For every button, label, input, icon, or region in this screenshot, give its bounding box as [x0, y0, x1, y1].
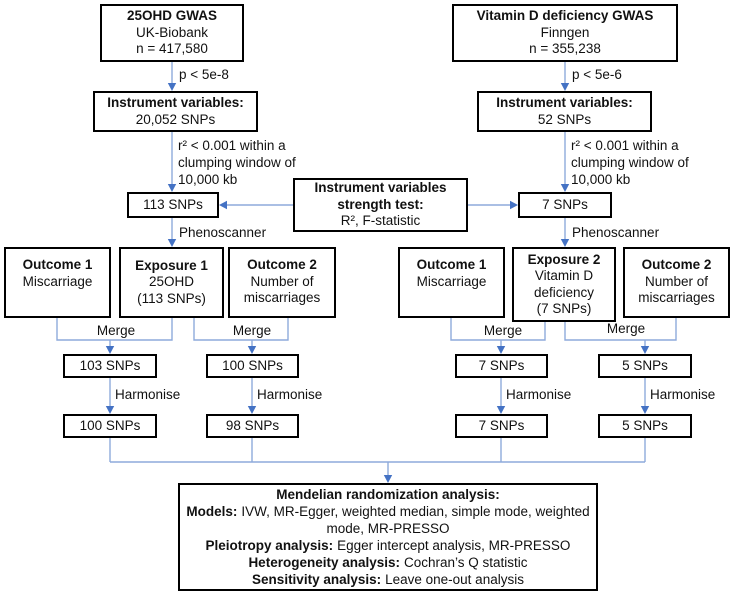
gwas-title: Vitamin D deficiency GWAS [476, 8, 654, 24]
label-merge-left-1: Merge [96, 323, 136, 338]
connector-strength-test-to-7snps [468, 200, 518, 210]
connector-right-gwas-to-iv [560, 62, 570, 91]
box-merged-snps-left-1: 103 SNPs [63, 354, 157, 378]
box-harmonised-snps-left-2: 98 SNPs [206, 414, 299, 438]
connector-left-gwas-to-iv [167, 62, 177, 91]
mr-pleiotropy: Pleiotropy analysis:Egger intercept anal… [205, 538, 571, 553]
gwas-title: 25OHD GWAS [126, 8, 218, 24]
label-merge-left-2: Merge [232, 323, 272, 338]
box-mr-analysis: Mendelian randomization analysis: Models… [178, 483, 598, 591]
gwas-n: n = 417,580 [136, 41, 208, 57]
box-harmonised-snps-left-1: 100 SNPs [63, 414, 157, 438]
box-25ohd-gwas: 25OHD GWAS UK-Biobank n = 417,580 [100, 4, 244, 62]
box-outcome1-left: Outcome 1 Miscarriage [4, 247, 111, 318]
box-harmonised-snps-right-1: 7 SNPs [455, 414, 548, 438]
iv-count: 20,052 SNPs [135, 111, 216, 127]
mr-models: Models:IVW, MR-Egger, weighted median, s… [186, 504, 590, 536]
iv-title: Instrument variables: [107, 95, 244, 110]
box-exposure2: Exposure 2 Vitamin D deficiency (7 SNPs) [512, 247, 616, 322]
iv-title: Instrument variables: [496, 95, 633, 110]
label-harmonise-left-1: Harmonise [115, 387, 181, 402]
label-p-threshold-right: p < 5e-6 [572, 67, 622, 82]
mr-heterogeneity: Heterogeneity analysis:Cochran’s Q stati… [248, 555, 528, 570]
box-merged-snps-right-1: 7 SNPs [455, 354, 548, 378]
merge-bracket-right-2 [564, 318, 677, 354]
harmonise-arrows [105, 378, 650, 414]
label-harmonise-right-2: Harmonise [650, 387, 716, 402]
label-p-threshold-left: p < 5e-8 [179, 67, 229, 82]
label-phenoscanner-left: Phenoscanner [179, 225, 267, 240]
label-merge-right-2: Merge [606, 321, 646, 336]
connector-strength-test-to-113snps [219, 200, 293, 210]
gwas-n: n = 355,238 [529, 41, 601, 57]
box-instrument-variables-left: Instrument variables: 20,052 SNPs [93, 91, 258, 132]
connector-right-iv-to-clumped [560, 132, 570, 192]
connector-left-clumped-to-exposure [167, 218, 177, 247]
mr-sensitivity: Sensitivity analysis:Leave one-out analy… [252, 572, 524, 587]
box-harmonised-snps-right-2: 5 SNPs [598, 414, 692, 438]
label-harmonise-left-2: Harmonise [257, 387, 323, 402]
gwas-cohort: UK-Biobank [135, 24, 209, 40]
mr-title: Mendelian randomization analysis: [276, 487, 500, 502]
label-clumping-left: r² < 0.001 within a clumping window of 1… [178, 138, 296, 187]
merge-bracket-left-1 [56, 318, 173, 354]
label-merge-right-1: Merge [483, 323, 523, 338]
connector-right-clumped-to-exposure [560, 218, 570, 247]
gwas-cohort: Finngen [540, 24, 590, 40]
final-merge-connector [109, 438, 646, 483]
box-strength-test: Instrument variables strength test: R², … [293, 178, 468, 232]
box-clumped-snps-right: 7 SNPs [518, 192, 612, 218]
box-exposure1: Exposure 1 25OHD (113 SNPs) [119, 247, 224, 318]
box-outcome2-left: Outcome 2 Number of miscarriages [228, 247, 336, 318]
box-outcome1-right: Outcome 1 Miscarriage [398, 247, 505, 318]
merge-bracket-right-1 [450, 318, 546, 354]
box-merged-snps-left-2: 100 SNPs [206, 354, 299, 378]
box-instrument-variables-right: Instrument variables: 52 SNPs [477, 91, 652, 132]
box-merged-snps-right-2: 5 SNPs [598, 354, 692, 378]
box-outcome2-right: Outcome 2 Number of miscarriages [623, 247, 730, 318]
label-harmonise-right-1: Harmonise [506, 387, 572, 402]
label-clumping-right: r² < 0.001 within a clumping window of 1… [571, 138, 689, 187]
box-vitd-gwas: Vitamin D deficiency GWAS Finngen n = 35… [452, 4, 678, 62]
label-phenoscanner-right: Phenoscanner [572, 225, 660, 240]
box-clumped-snps-left: 113 SNPs [127, 192, 219, 218]
merge-bracket-left-2 [193, 318, 289, 354]
connector-left-iv-to-clumped [167, 132, 177, 192]
iv-count: 52 SNPs [537, 111, 592, 127]
